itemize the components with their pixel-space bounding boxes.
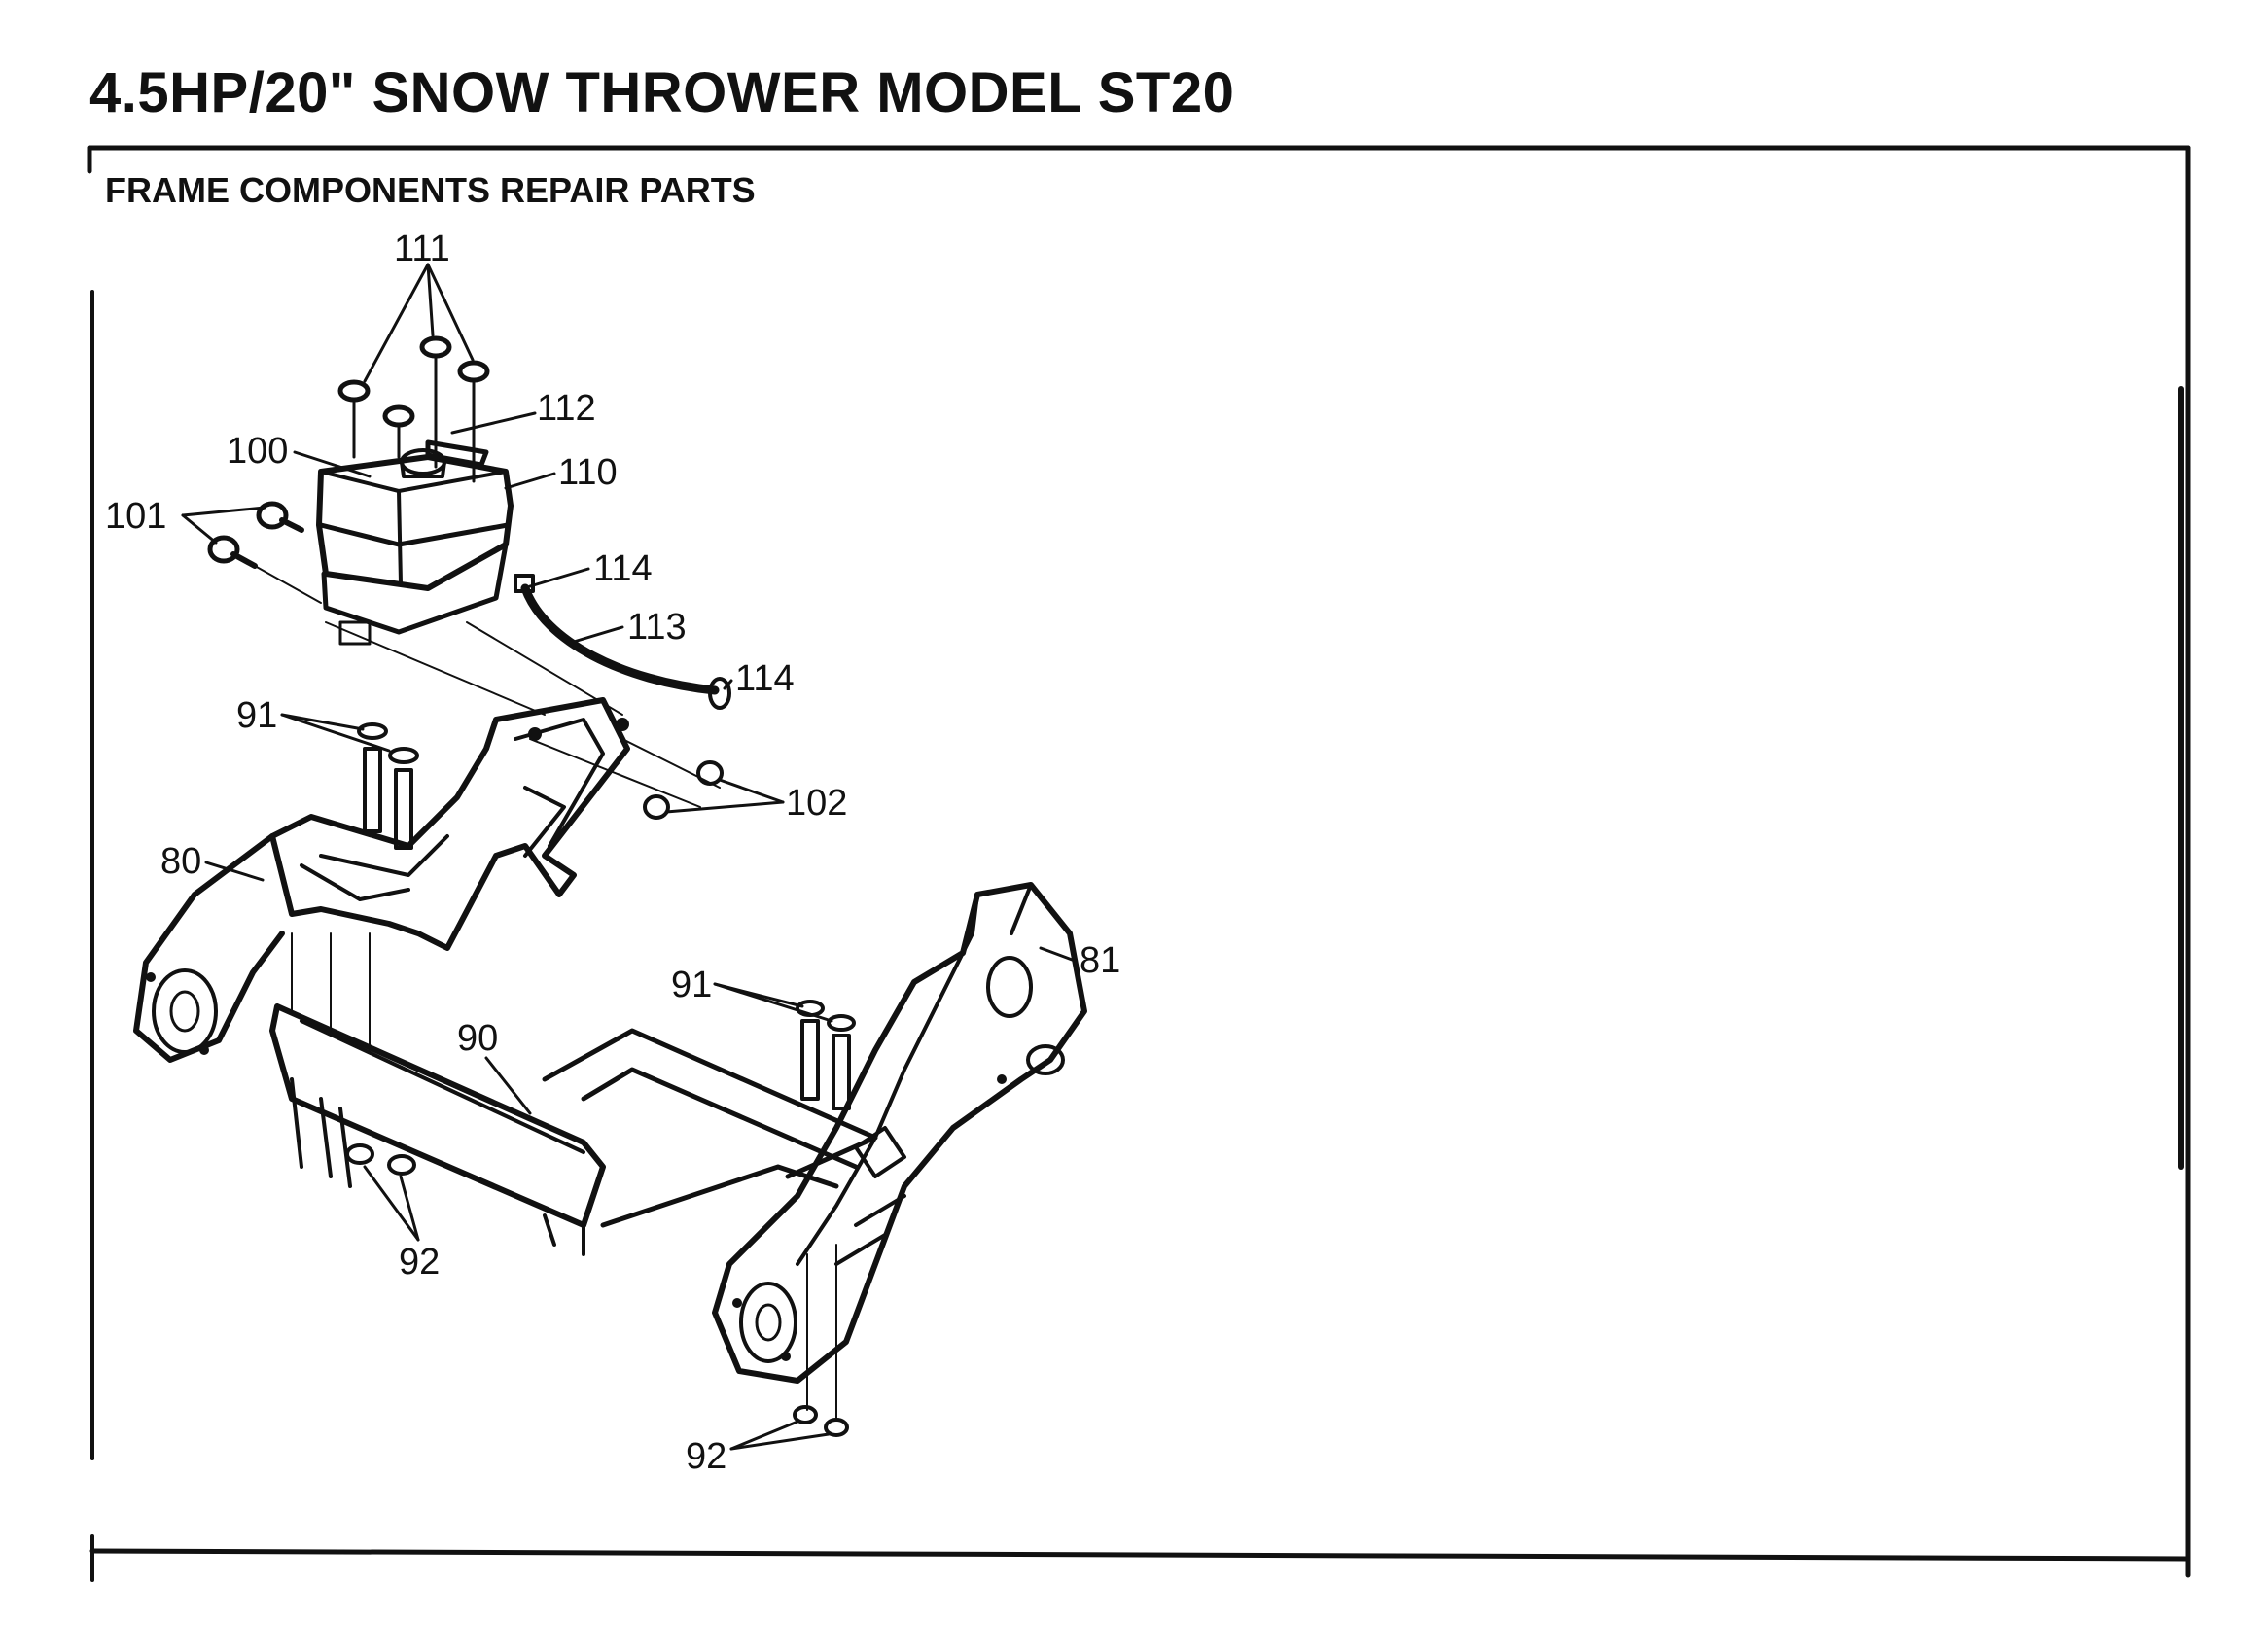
frame-right-81 [712,882,1087,1421]
fuel-line [514,574,731,710]
section-title: FRAME COMPONENTS REPAIR PARTS [105,170,756,210]
callout-80: 80 [160,841,201,882]
callout-91-left: 91 [236,695,277,736]
callout-91-right: 91 [671,965,712,1005]
callout-92-right: 92 [686,1436,726,1477]
screw-set-111 [337,335,490,483]
callout-92-left: 92 [399,1242,440,1283]
callout-114-lower: 114 [735,658,795,699]
rear-brace [542,1028,878,1228]
callout-112: 112 [537,388,596,429]
callout-100: 100 [227,431,288,472]
page-frame [87,145,2191,1582]
callout-101: 101 [105,496,166,537]
callout-81: 81 [1080,940,1120,981]
studs-91-left [357,722,419,850]
assembly-lines [325,621,721,808]
frame-left-80 [133,697,630,1063]
leader-lines [181,263,1077,1451]
nuts-102 [643,760,724,820]
callout-102: 102 [786,783,847,824]
page-title: 4.5HP/20" SNOW THROWER MODEL ST20 [89,61,1235,124]
callout-90: 90 [457,1018,498,1059]
callout-110: 110 [558,452,618,493]
cross-bar-90 [269,932,606,1256]
callout-113: 113 [627,607,687,648]
studs-91-right [796,1000,856,1110]
nuts-92 [345,1143,849,1437]
callout-labels: 111 112 100 110 101 114 113 114 91 102 8… [105,228,1120,1477]
fuel-tank [316,454,514,646]
fuel-cap [400,439,489,478]
callout-111: 111 [394,228,450,269]
callout-114-upper: 114 [593,548,653,589]
bolts-101 [207,501,322,604]
